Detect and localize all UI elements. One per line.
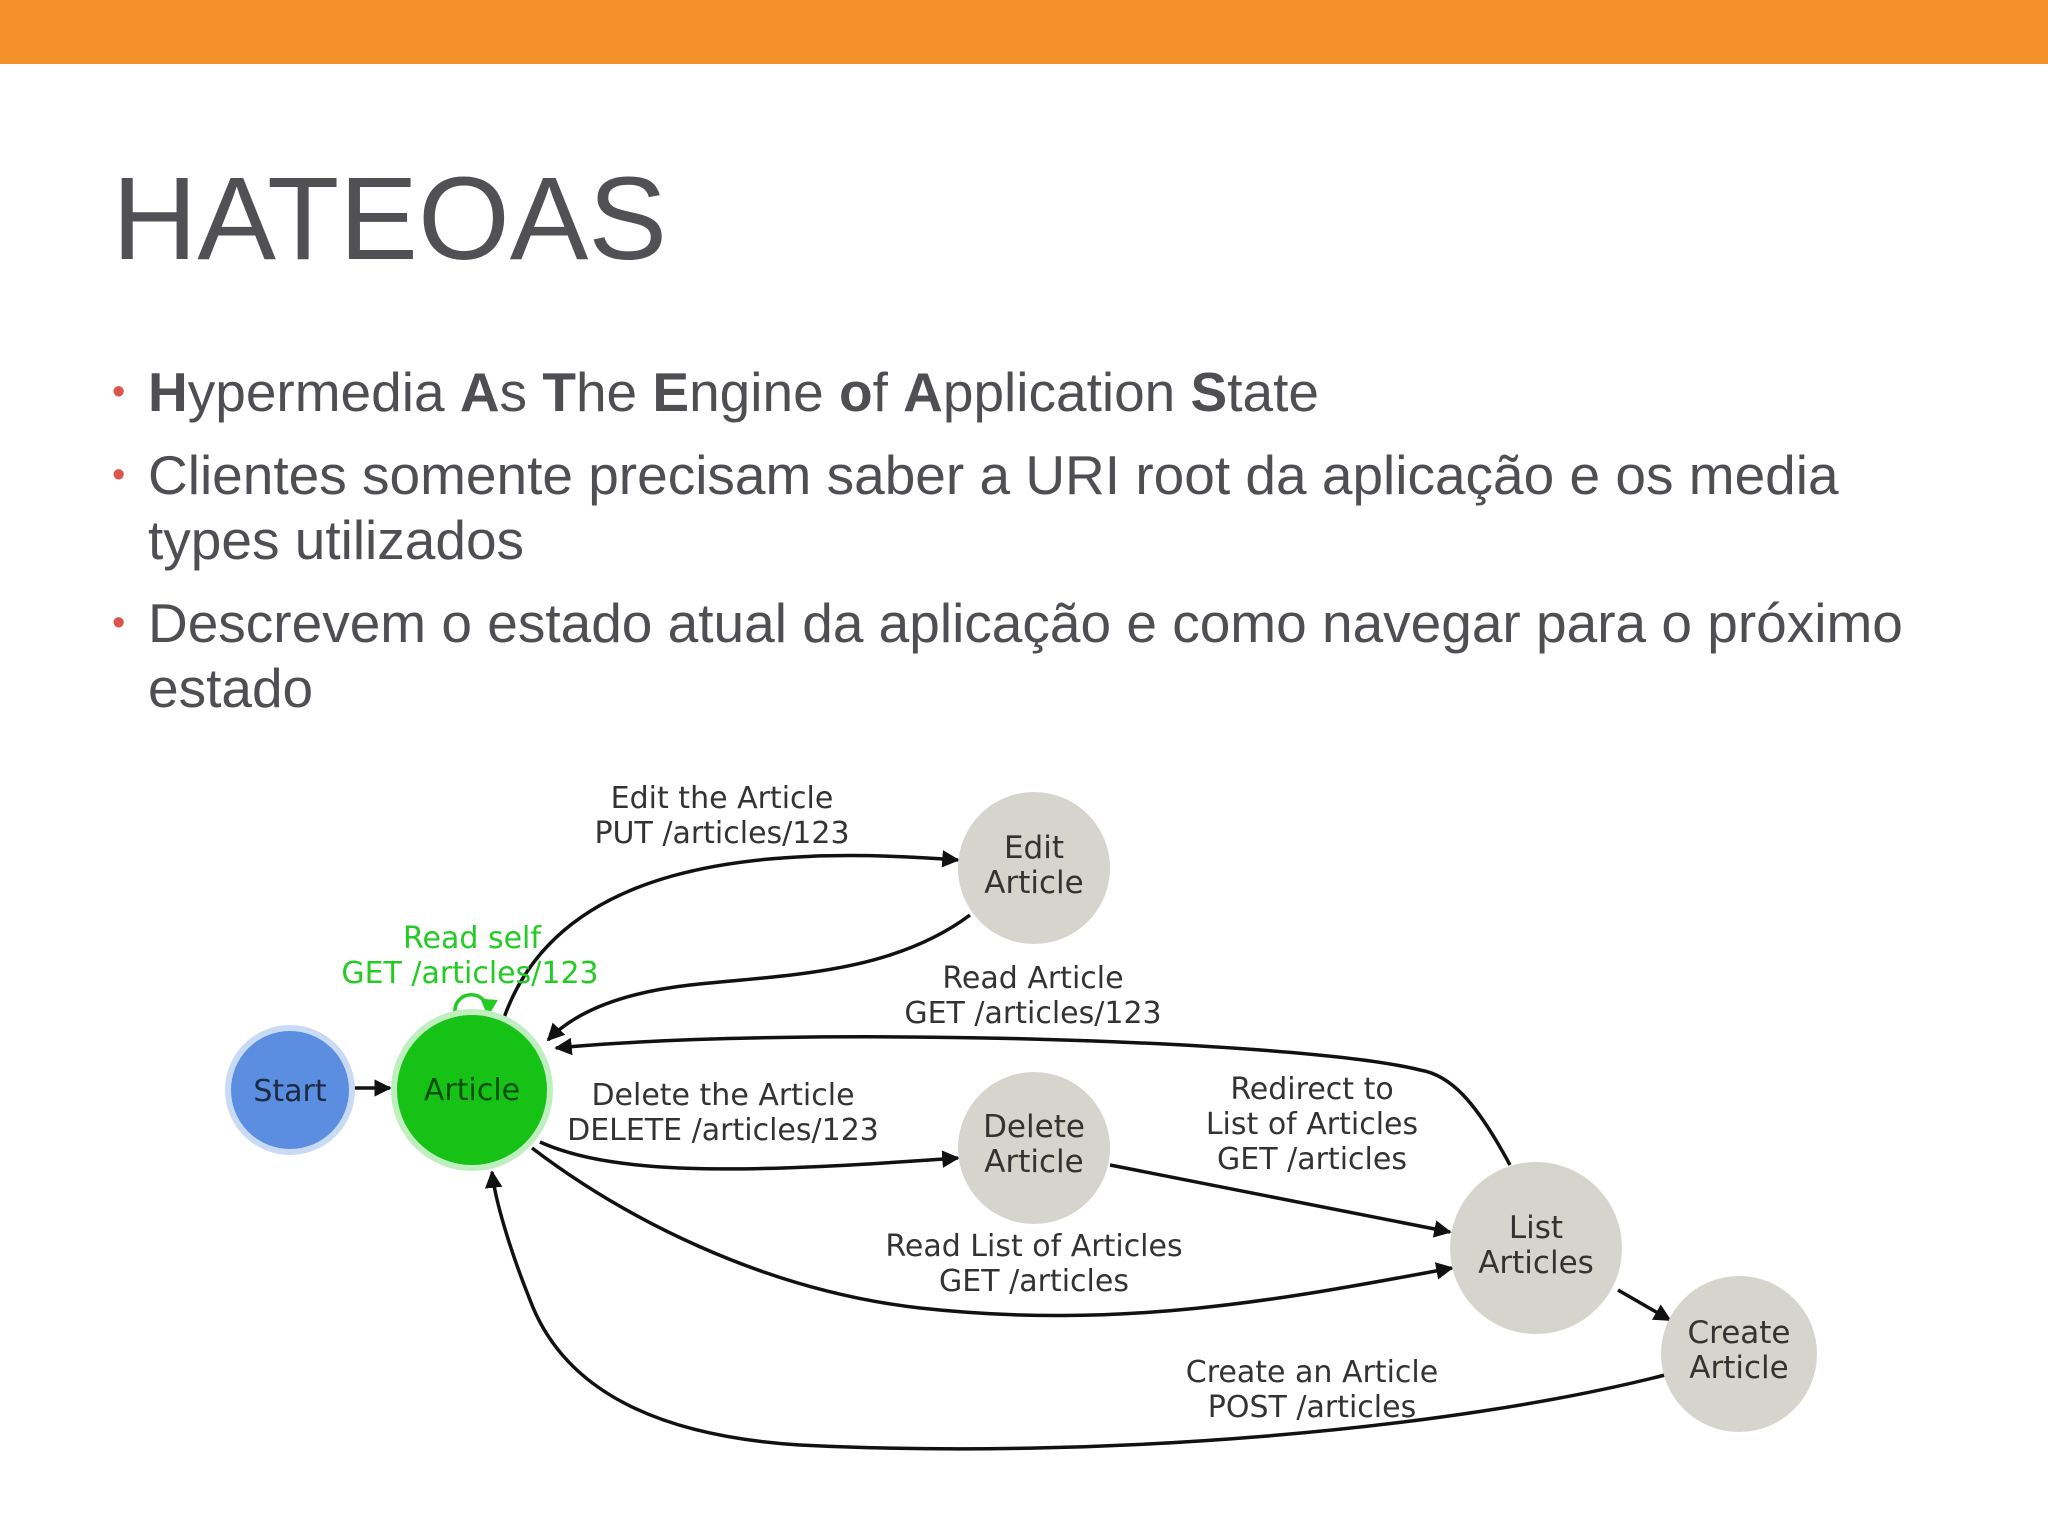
edge-read-self (453, 993, 498, 1017)
accent-bar (0, 0, 2048, 64)
node-label: Delete (983, 1109, 1085, 1145)
edge-edit (498, 850, 960, 1031)
edge-redirect (1109, 1163, 1452, 1238)
svg-text:Redirect to: Redirect to (1230, 1072, 1393, 1107)
node-label: Edit (1004, 830, 1064, 866)
bullet-dot-icon: • (112, 371, 126, 413)
bullet-item: • Descrevem o estado atual da aplicação … (112, 591, 1972, 721)
label-redirect: Redirect to List of Articles GET /articl… (1206, 1072, 1418, 1177)
node-label: Article (424, 1073, 520, 1108)
node-label: Article (984, 1144, 1083, 1180)
svg-text:List of Articles: List of Articles (1206, 1107, 1418, 1142)
bullet-text: Descrevem o estado atual da aplicação e … (148, 592, 1903, 719)
bullet-text: Clientes somente precisam saber a URI ro… (148, 444, 1839, 571)
edge-create (484, 1170, 1666, 1451)
bullet-list: • Hypermedia As The Engine of Applicatio… (112, 360, 1972, 739)
svg-text:Create an Article: Create an Article (1186, 1355, 1438, 1390)
node-create-article: Create Article (1661, 1276, 1817, 1432)
node-label: Article (1689, 1350, 1788, 1386)
node-start: Start (225, 1025, 355, 1155)
bullet-dot-icon: • (112, 602, 126, 644)
svg-text:Read List of Articles: Read List of Articles (885, 1229, 1182, 1264)
node-article: Article (391, 1009, 553, 1171)
edge-list-to-create (1617, 1288, 1672, 1322)
bullet-dot-icon: • (112, 454, 126, 496)
node-label: Create (1687, 1315, 1790, 1351)
node-label: Articles (1478, 1245, 1594, 1281)
svg-text:POST /articles: POST /articles (1208, 1390, 1416, 1425)
label-edit: Edit the Article PUT /articles/123 (594, 781, 849, 851)
node-list-articles: List Articles (1450, 1162, 1622, 1334)
svg-text:GET /articles/123: GET /articles/123 (341, 956, 598, 991)
bullet-item: • Clientes somente precisam saber a URI … (112, 443, 1972, 573)
label-create: Create an Article POST /articles (1186, 1355, 1438, 1425)
edge-delete (539, 1140, 960, 1171)
svg-text:Read self: Read self (403, 921, 542, 956)
slide-title: HATEOAS (112, 153, 668, 285)
node-delete-article: Delete Article (958, 1072, 1110, 1224)
edge-read-list (530, 1146, 1454, 1318)
svg-text:Delete the Article: Delete the Article (591, 1078, 854, 1113)
label-read-list: Read List of Articles GET /articles (885, 1229, 1182, 1299)
label-delete: Delete the Article DELETE /articles/123 (567, 1078, 879, 1148)
node-label: Article (984, 865, 1083, 901)
svg-text:GET /articles/123: GET /articles/123 (904, 996, 1161, 1031)
svg-text:PUT /articles/123: PUT /articles/123 (594, 816, 849, 851)
edge-read-article-from-list (554, 1035, 1512, 1166)
svg-text:DELETE /articles/123: DELETE /articles/123 (567, 1113, 879, 1148)
bullet-text-acronym: Hypermedia As The Engine of Application … (148, 361, 1319, 423)
label-read-article: Read Article GET /articles/123 (904, 961, 1161, 1031)
bullet-item: • Hypermedia As The Engine of Applicatio… (112, 360, 1972, 425)
edge-read-article-from-edit (546, 913, 972, 1042)
svg-text:Read Article: Read Article (942, 961, 1123, 996)
svg-text:GET /articles: GET /articles (939, 1264, 1129, 1299)
label-read-self: Read self GET /articles/123 (341, 921, 598, 991)
node-label: List (1509, 1210, 1563, 1246)
svg-text:Edit the Article: Edit the Article (611, 781, 834, 816)
svg-text:GET /articles: GET /articles (1217, 1142, 1407, 1177)
node-label: Start (253, 1074, 327, 1109)
node-edit-article: Edit Article (958, 792, 1110, 944)
